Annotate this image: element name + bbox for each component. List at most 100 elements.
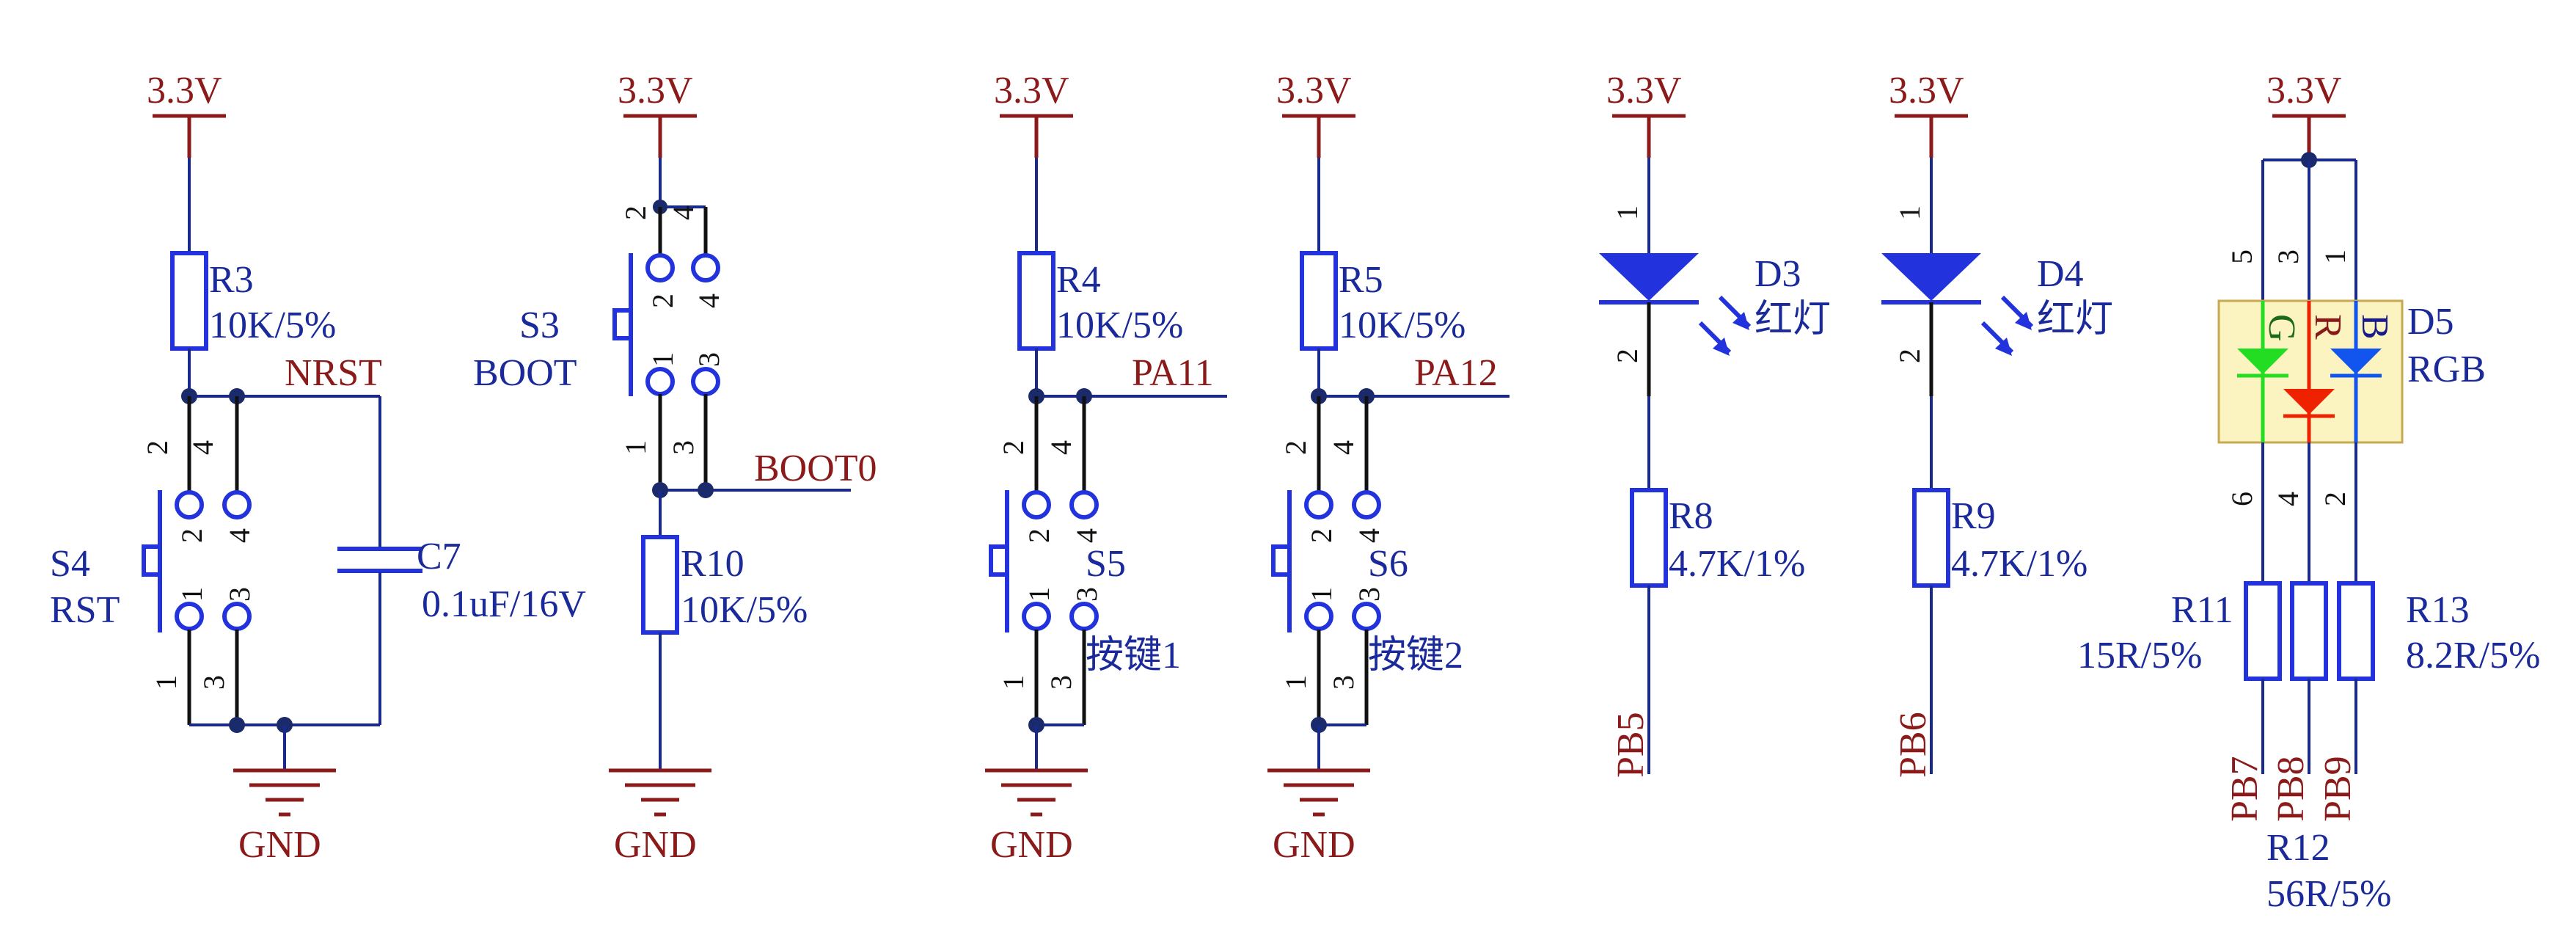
d5-value: RGB bbox=[2407, 349, 2486, 390]
r3-ref: R3 bbox=[209, 259, 254, 301]
s4-contact-4 bbox=[222, 490, 252, 519]
r10-ref: R10 bbox=[681, 543, 744, 585]
boot0-net-label: BOOT0 bbox=[754, 448, 877, 489]
s6-contact-3 bbox=[1352, 602, 1381, 631]
r8-ref: R8 bbox=[1669, 495, 1713, 537]
d4-pin-2: 2 bbox=[1893, 349, 1926, 363]
s6-pin-3-bottom: 3 bbox=[1327, 675, 1360, 690]
c7-value: 0.1uF/16V bbox=[422, 583, 586, 625]
r9-value: 4.7K/1% bbox=[1951, 543, 2087, 585]
r12-ref: R12 bbox=[2266, 827, 2330, 869]
r11-value: 15R/5% bbox=[2077, 635, 2202, 677]
s3-button bbox=[612, 308, 633, 340]
led1-vcc-label: 3.3V bbox=[1606, 70, 1682, 112]
pb7-net-label: PB7 bbox=[2224, 756, 2266, 822]
s6-pin-1-bottom: 1 bbox=[1279, 675, 1312, 690]
s5-pin-2: 2 bbox=[1022, 528, 1055, 543]
d3-light-arrow-head-1 bbox=[1732, 312, 1749, 330]
s5-pin-3-bottom: 3 bbox=[1044, 675, 1077, 690]
d3-light-arrow-head-2 bbox=[1713, 338, 1730, 356]
s3-pin-3: 3 bbox=[692, 352, 725, 367]
pb6-net-label: PB6 bbox=[1892, 712, 1934, 778]
s3-contact-2 bbox=[645, 253, 675, 282]
s6-pin-1: 1 bbox=[1305, 587, 1338, 602]
d5-blue-diode bbox=[2330, 349, 2382, 374]
s5-value: 按键1 bbox=[1086, 635, 1181, 677]
boot-vcc-label: 3.3V bbox=[618, 70, 693, 112]
r9-resistor bbox=[1912, 488, 1950, 588]
d5-pin-4: 4 bbox=[2272, 492, 2305, 506]
r4-value: 10K/5% bbox=[1056, 305, 1183, 346]
r10-value: 10K/5% bbox=[681, 589, 808, 631]
s5-pin-3: 3 bbox=[1070, 587, 1103, 602]
d5-b-mark: B bbox=[2354, 314, 2396, 340]
s3-pin-1-bottom: 1 bbox=[619, 440, 652, 455]
r11-resistor bbox=[2244, 581, 2282, 681]
led2-vcc-label: 3.3V bbox=[1889, 70, 1964, 112]
c7-ref: C7 bbox=[417, 536, 461, 577]
d5-pin-1: 1 bbox=[2319, 249, 2352, 264]
d4-diode-body bbox=[1881, 253, 1981, 301]
s5-ref: S5 bbox=[1086, 543, 1126, 585]
r3-value: 10K/5% bbox=[209, 305, 336, 346]
r13-resistor bbox=[2337, 581, 2375, 681]
d5-pin-2: 2 bbox=[2319, 492, 2352, 506]
s6-pin-2: 2 bbox=[1305, 528, 1338, 543]
d3-pin-1: 1 bbox=[1611, 205, 1644, 220]
s6-value: 按键2 bbox=[1368, 635, 1463, 677]
pb5-net-label: PB5 bbox=[1610, 712, 1652, 778]
s3-contact-1 bbox=[645, 367, 675, 396]
s6-pin-4: 4 bbox=[1353, 528, 1386, 543]
s6-pin-4-top: 4 bbox=[1327, 440, 1360, 455]
d5-green-diode bbox=[2237, 349, 2288, 374]
r8-resistor bbox=[1630, 488, 1668, 588]
key1-circuit: 3.3V R4 10K/5% PA11 2 4 2 4 1 3 S5 按键1 1… bbox=[985, 70, 1227, 866]
s5-contact-3 bbox=[1069, 602, 1099, 631]
r13-value: 8.2R/5% bbox=[2406, 635, 2540, 677]
s4-button bbox=[142, 544, 162, 577]
s6-button bbox=[1271, 544, 1292, 577]
r10-resistor bbox=[641, 535, 679, 635]
s4-pin-3-bottom: 3 bbox=[197, 675, 230, 690]
s6-contact-2 bbox=[1304, 490, 1333, 519]
s3-ref: S3 bbox=[519, 305, 560, 346]
s4-value: RST bbox=[50, 589, 120, 631]
s4-pin-2-top: 2 bbox=[141, 440, 174, 455]
s5-pin-4-top: 4 bbox=[1044, 440, 1077, 455]
s4-pin-1: 1 bbox=[175, 587, 208, 602]
rst-gnd-label: GND bbox=[238, 824, 321, 866]
rst-junction-3 bbox=[229, 717, 245, 733]
d4-ref: D4 bbox=[2037, 253, 2084, 295]
rst-circuit: 3.3V R3 10K/5% NRST 2 4 2 4 1 3 S4 RST 1… bbox=[50, 70, 586, 866]
r5-value: 10K/5% bbox=[1339, 305, 1466, 346]
key2-gnd-label: GND bbox=[1273, 824, 1355, 866]
r9-ref: R9 bbox=[1951, 495, 1996, 537]
s4-pin-3: 3 bbox=[223, 587, 256, 602]
rst-vcc-label: 3.3V bbox=[147, 70, 222, 112]
pa11-net-label: PA11 bbox=[1132, 352, 1214, 394]
boot-circuit: 3.3V 2 4 2 4 1 3 S3 BOOT 1 3 BOOT0 R10 1… bbox=[473, 70, 877, 866]
key2-vcc-label: 3.3V bbox=[1276, 70, 1352, 112]
d3-diode-body bbox=[1599, 253, 1699, 301]
s4-contact-3 bbox=[222, 602, 252, 631]
s3-pin-2-top: 2 bbox=[619, 205, 652, 220]
rgb-vcc-label: 3.3V bbox=[2266, 70, 2342, 112]
led1-circuit: 3.3V 1 D3 红灯 2 R8 4.7K/1% PB5 bbox=[1599, 70, 1831, 778]
s3-value: BOOT bbox=[473, 352, 577, 394]
d5-g-mark: G bbox=[2261, 314, 2302, 342]
s5-pin-1-bottom: 1 bbox=[997, 675, 1030, 690]
d3-ref: D3 bbox=[1754, 253, 1801, 295]
d4-pin-1: 1 bbox=[1893, 205, 1926, 220]
s6-ref: S6 bbox=[1368, 543, 1408, 585]
s5-pin-4: 4 bbox=[1070, 528, 1103, 543]
d5-pin-6: 6 bbox=[2225, 492, 2258, 506]
r12-resistor bbox=[2290, 581, 2328, 681]
s4-pin-1-bottom: 1 bbox=[150, 675, 183, 690]
d5-red-diode bbox=[2283, 389, 2335, 415]
d5-ref: D5 bbox=[2407, 301, 2454, 343]
d4-value: 红灯 bbox=[2037, 299, 2113, 340]
s5-button bbox=[989, 544, 1009, 577]
pb8-net-label: PB8 bbox=[2270, 756, 2312, 822]
key1-vcc-label: 3.3V bbox=[994, 70, 1069, 112]
d3-pin-2: 2 bbox=[1611, 349, 1644, 363]
